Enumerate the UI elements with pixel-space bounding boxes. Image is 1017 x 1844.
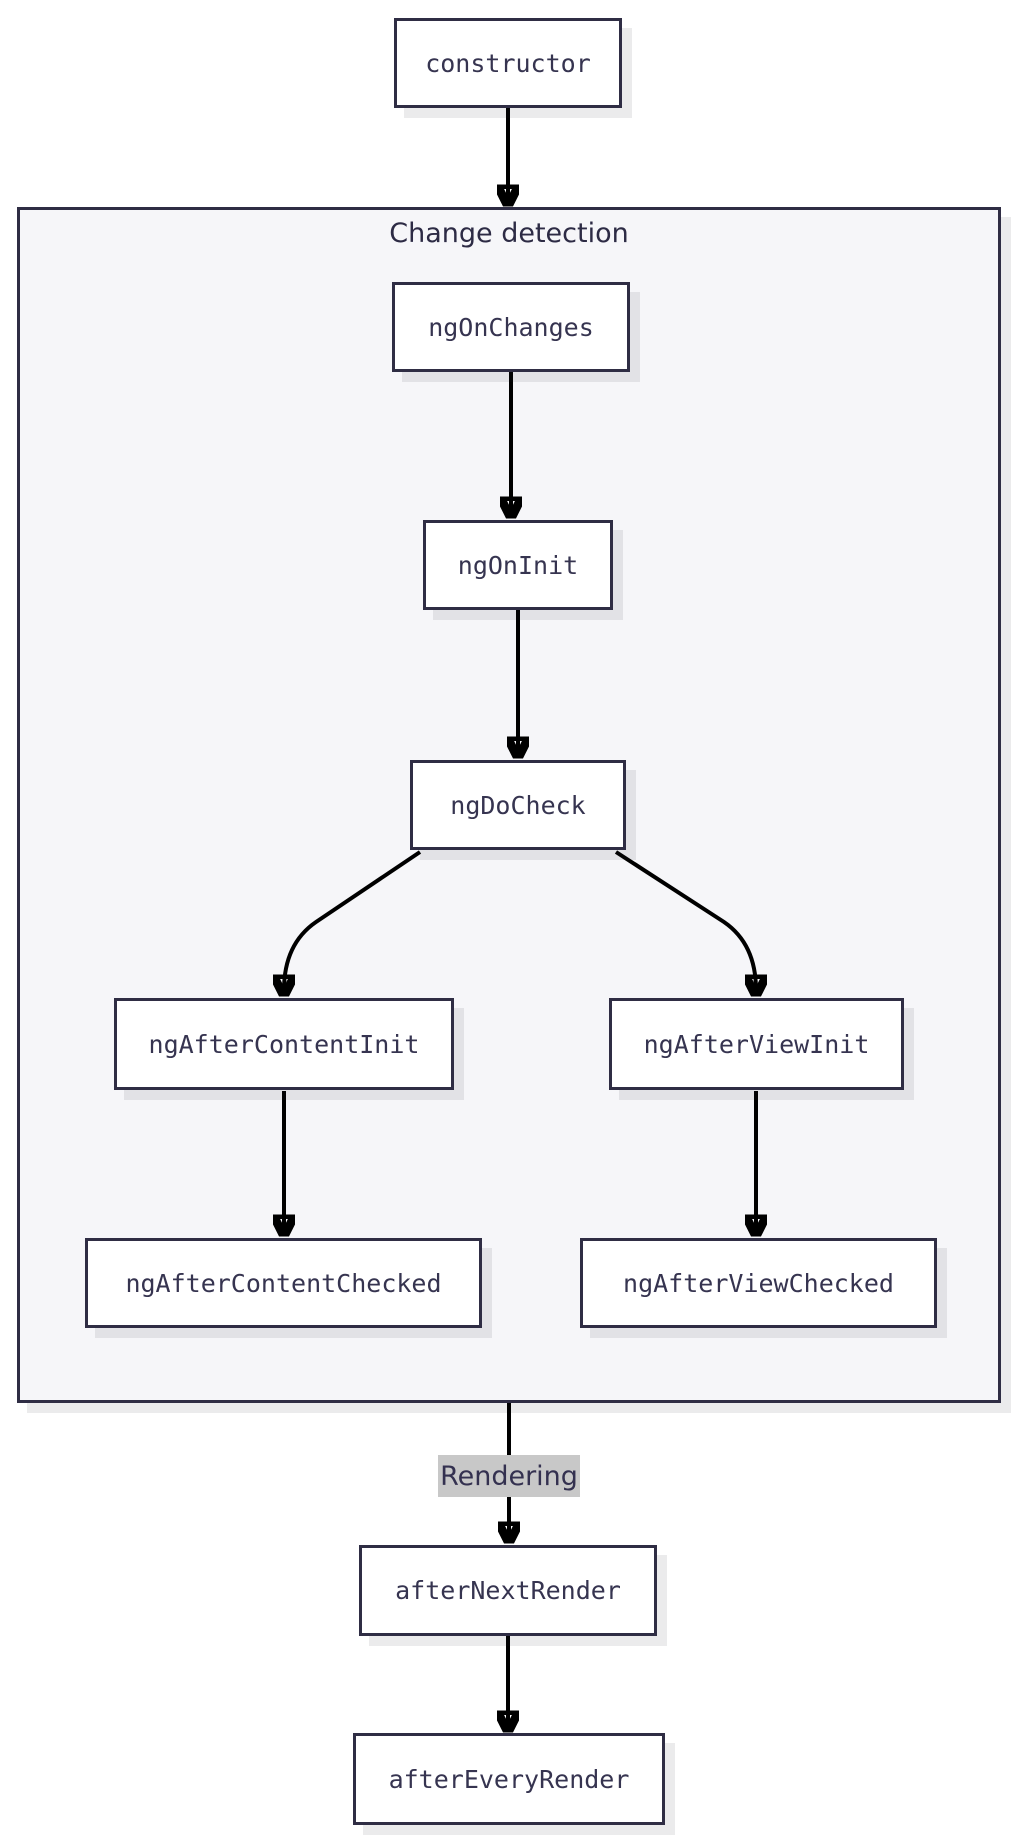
edge-ngdocheck-to-ngafterviewinit (614, 850, 756, 990)
node-ng-on-changes: ngOnChanges (392, 282, 630, 372)
node-constructor: constructor (394, 18, 622, 108)
node-ng-after-content-checked: ngAfterContentChecked (85, 1238, 482, 1328)
node-ng-do-check: ngDoCheck (410, 760, 626, 850)
cluster-change-detection-label: Change detection (389, 218, 629, 249)
edge-ngdocheck-to-ngaftercontentinit (284, 850, 422, 990)
node-ng-after-view-checked: ngAfterViewChecked (580, 1238, 937, 1328)
node-ng-on-init: ngOnInit (423, 520, 613, 610)
node-ng-after-content-init: ngAfterContentInit (114, 998, 454, 1090)
edge-label-rendering: Rendering (438, 1455, 580, 1497)
node-after-every-render: afterEveryRender (353, 1733, 665, 1825)
node-after-next-render: afterNextRender (359, 1545, 657, 1636)
node-ng-after-view-init: ngAfterViewInit (609, 998, 904, 1090)
